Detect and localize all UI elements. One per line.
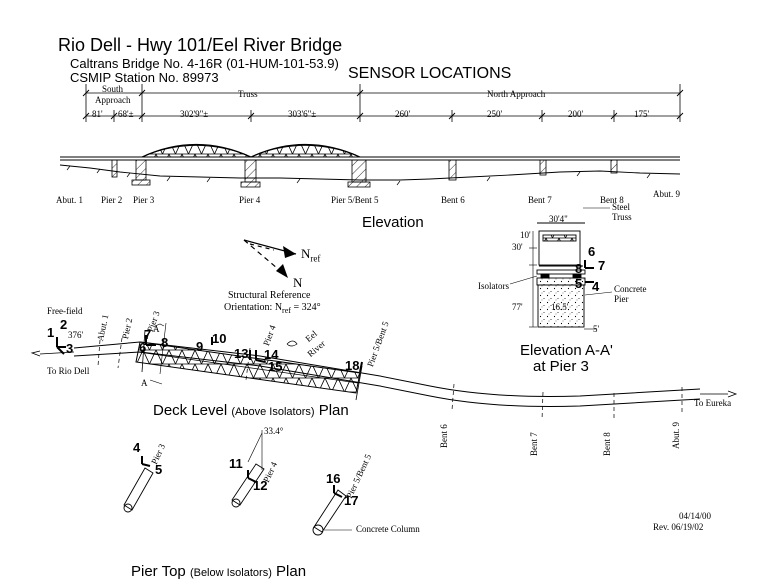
sensor-section-6: 6 [588, 244, 596, 259]
sensor-arrows [56, 260, 594, 498]
span-4: 303'6"± [288, 109, 317, 119]
bridge-title: Rio Dell - Hwy 101/Eel River Bridge [58, 35, 343, 55]
sensor-5: 5 [155, 462, 163, 477]
diagram-heading: SENSOR LOCATIONS [348, 65, 512, 82]
dim-5: 5' [593, 324, 600, 334]
bridge-number: Caltrans Bridge No. 4-16R (01-HUM-101-53… [70, 56, 339, 71]
support-bent-6: Bent 6 [441, 195, 465, 205]
sensor-14: 14 [264, 347, 279, 362]
span-6: 250' [487, 109, 503, 119]
deck-bent-6: Bent 6 [439, 424, 449, 448]
free-field-label: Free-field [47, 306, 83, 316]
pier-top-caption: Pier Top (Below Isolators) Plan [131, 563, 307, 580]
pier-top-caption-note: (Below Isolators) [189, 567, 272, 579]
to-rio-dell-label: To Rio Dell [47, 366, 90, 376]
orientation-label-1: Structural Reference [228, 290, 311, 301]
sensor-18: 18 [345, 358, 360, 373]
ground-hatch [66, 165, 651, 186]
span-1: 81' [92, 109, 103, 119]
sensor-7: 7 [144, 327, 152, 342]
steel-label: Steel [612, 202, 630, 212]
isolators-label: Isolators [478, 281, 509, 291]
dim-77: 77' [512, 302, 523, 312]
orientation-arrows [243, 239, 297, 278]
elevation-dimensions [85, 84, 681, 122]
section-caption-1: Elevation A-A' [520, 342, 613, 359]
section-width: 30'4" [549, 214, 568, 224]
support-bent-8: Bent 8 [600, 195, 624, 205]
station-number: CSMIP Station No. 89973 [70, 70, 219, 85]
segment-approach: Approach [95, 95, 131, 105]
dim-30: 30' [512, 242, 523, 252]
truss-arches [141, 138, 361, 158]
sensor-4: 4 [133, 440, 141, 455]
skew-angle: 33.4° [264, 426, 284, 436]
sensor-10: 10 [212, 331, 227, 346]
n-ref-subscript: ref [310, 253, 321, 264]
sensor-8: 8 [161, 335, 169, 350]
dim-10: 10' [520, 230, 531, 240]
span-8: 175' [634, 109, 650, 119]
section-caption-2: at Pier 3 [533, 358, 589, 375]
sensor-17: 17 [344, 493, 359, 508]
elevation-caption: Elevation [362, 214, 424, 231]
section-aa [509, 207, 613, 330]
sensor-9: 9 [196, 339, 204, 354]
support-bent-7: Bent 7 [528, 195, 552, 205]
deck-bent-7: Bent 7 [529, 432, 539, 456]
support-pier-3: Pier 3 [133, 195, 155, 205]
sensor-2: 2 [60, 317, 68, 332]
segment-truss: Truss [238, 89, 258, 99]
sensor-1: 1 [47, 325, 55, 340]
sensor-15: 15 [268, 359, 283, 374]
sensor-16: 16 [326, 471, 341, 486]
n-ref-label: Nref [301, 246, 321, 264]
sensor-12: 12 [253, 478, 268, 493]
sensor-section-7: 7 [598, 258, 606, 273]
support-abut-9: Abut. 9 [653, 189, 680, 199]
orientation-label-2: Orientation: Nref = 324° [224, 302, 321, 315]
pier-label: Pier [614, 294, 629, 304]
elevation-piers [111, 159, 618, 188]
date-revision: Rev. 06/19/02 [653, 522, 704, 532]
span-7: 200' [568, 109, 584, 119]
span-3: 302'9"± [180, 109, 209, 119]
support-abut-1: Abut. 1 [56, 195, 83, 205]
sensor-11: 11 [229, 456, 243, 471]
n-label: N [293, 275, 303, 290]
deck-caption: Deck Level (Above Isolators) Plan [153, 402, 349, 419]
segment-south: South [102, 84, 124, 94]
concrete-column-label: Concrete Column [356, 524, 420, 534]
to-eureka-label: To Eureka [694, 398, 732, 408]
elevation-dimension-ticks [82, 89, 684, 120]
deck-bent-8: Bent 8 [602, 432, 612, 456]
truss-label: Truss [612, 212, 632, 222]
sensor-13: 13 [234, 346, 249, 361]
sensor-3: 3 [66, 341, 74, 356]
support-pier-2: Pier 2 [101, 195, 123, 205]
span-5: 260' [395, 109, 411, 119]
orientation-subscript: ref [282, 306, 291, 315]
support-pier-4: Pier 4 [239, 195, 261, 205]
date-original: 04/14/00 [679, 511, 712, 521]
sensor-section-5: 5 [575, 276, 583, 291]
sensor-section-4: 4 [592, 279, 600, 294]
span-2: 68'± [118, 109, 134, 119]
sensor-section-8: 8 [575, 261, 583, 276]
section-mark-a-bottom: A [141, 378, 148, 388]
support-pier-5: Pier 5/Bent 5 [331, 195, 379, 205]
section-mark-a: A [153, 324, 160, 334]
deck-plan [30, 322, 738, 421]
concrete-label: Concrete [614, 284, 647, 294]
ground-profile [59, 164, 681, 181]
elevation-deck [60, 156, 680, 161]
deck-abut-9: Abut. 9 [671, 422, 681, 449]
segment-north: North Approach [487, 89, 546, 99]
sensor-6: 6 [139, 340, 147, 355]
deck-caption-note: (Above Isolators) [231, 406, 315, 418]
pier-width: 16.5' [551, 302, 569, 312]
distance-label: 376' [68, 330, 84, 340]
